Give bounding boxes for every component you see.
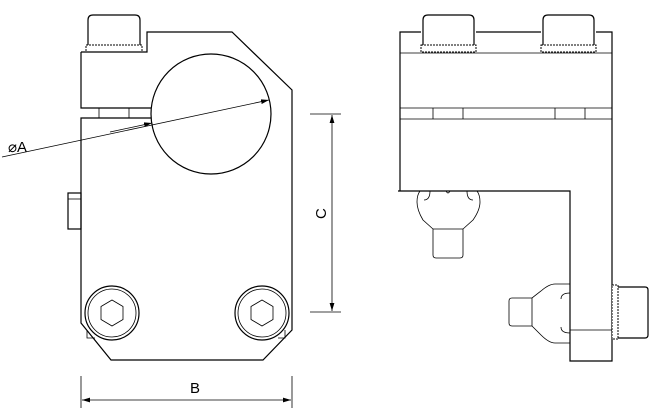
side-view (398, 14, 649, 362)
lower-body (80, 117, 293, 361)
side-tab (67, 192, 82, 230)
width-label: B (190, 380, 200, 397)
side-screw (508, 283, 571, 344)
top-knob-left (420, 14, 477, 53)
socket-screw-right (234, 285, 290, 341)
socket-screw-left (84, 285, 140, 341)
diameter-label: ⌀A (8, 139, 27, 156)
top-knob-right (540, 14, 597, 53)
bottom-screw (416, 190, 481, 259)
upper-jaw (80, 31, 293, 305)
dimension-height-c: C (310, 113, 341, 313)
height-label: C (313, 208, 330, 219)
side-knob (611, 284, 649, 340)
top-knob (85, 14, 143, 53)
dimension-width-b: B (80, 376, 293, 408)
dimension-diameter-a: ⌀A (1, 99, 270, 158)
bore-circle (150, 53, 272, 175)
front-view (67, 14, 293, 361)
